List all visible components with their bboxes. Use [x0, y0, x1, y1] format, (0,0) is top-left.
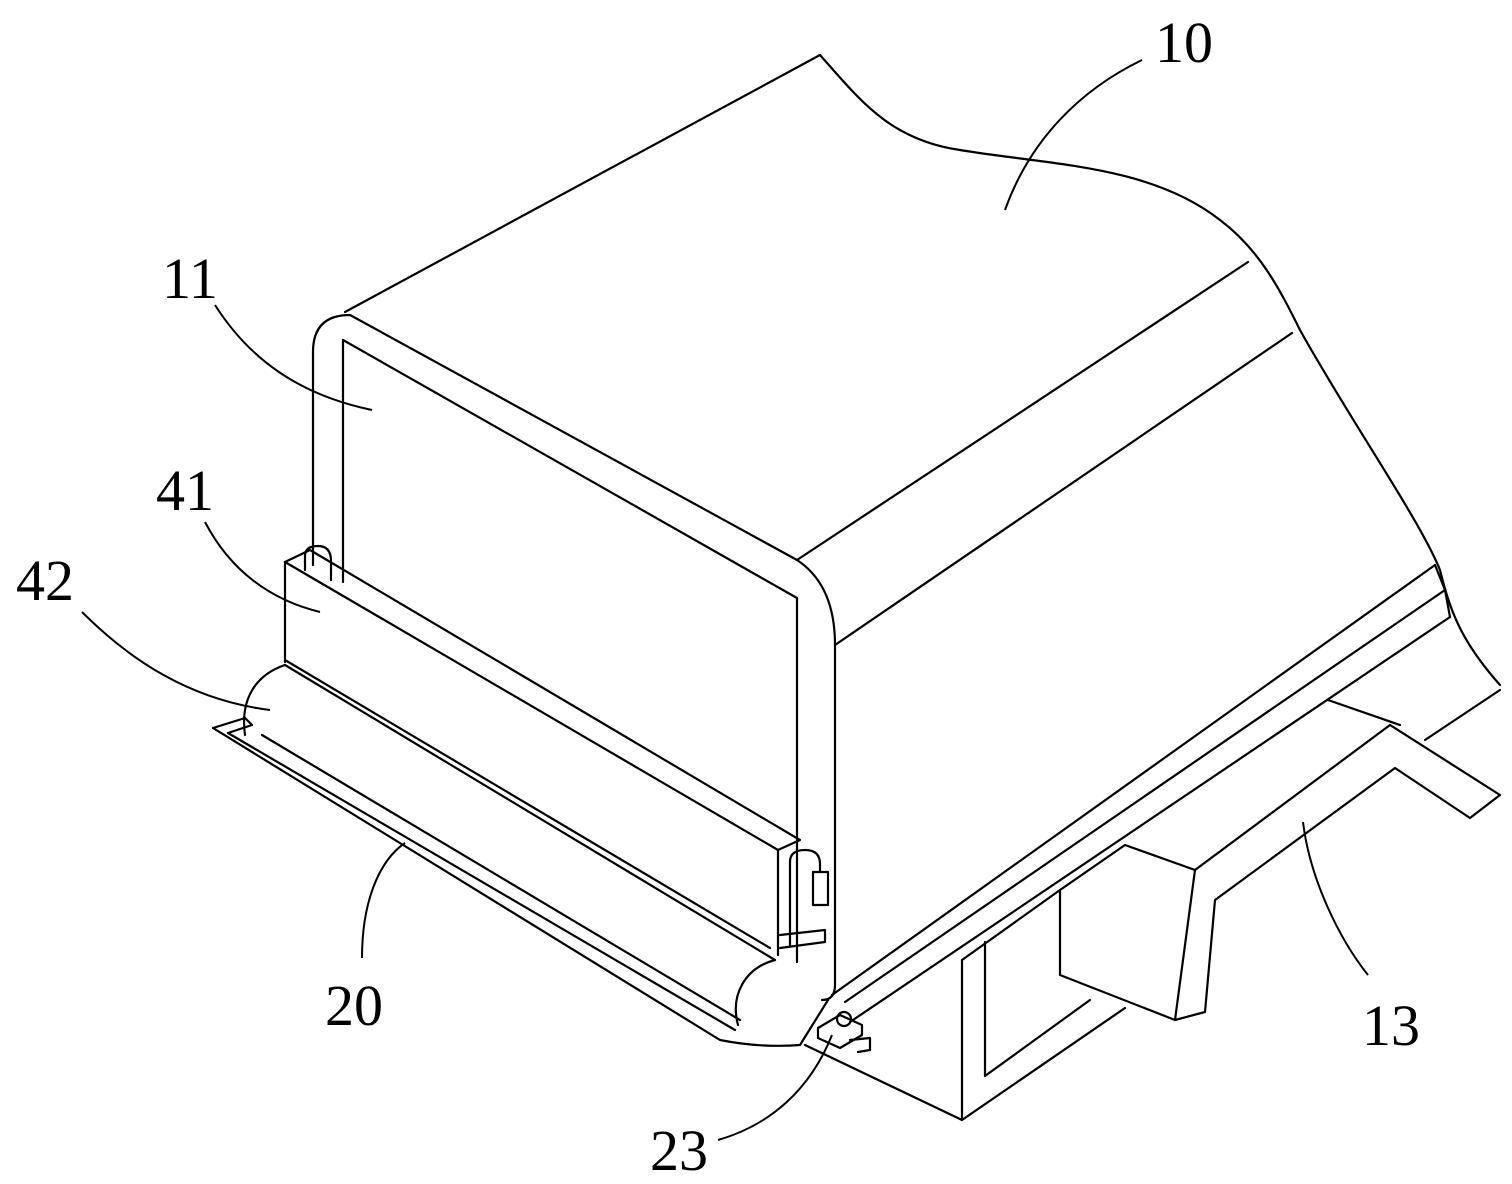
base-block: [1058, 843, 1197, 1022]
cover-top-line-lower: [833, 331, 1294, 647]
leader-13: [1302, 821, 1369, 976]
hook-right-base: [778, 928, 827, 950]
tray-lip: [226, 716, 254, 735]
plate-top-thickness: [283, 548, 802, 852]
label-41: 41: [156, 458, 214, 523]
front-frame-inner: [341, 338, 799, 964]
tray-outer: [211, 716, 830, 1047]
rail-right-end: [1423, 688, 1502, 742]
tray-inner: [226, 731, 737, 1032]
leader-42: [81, 611, 271, 711]
base-top: [960, 888, 1062, 962]
rail-end: [1433, 563, 1452, 619]
bracket-upper-arm: [1326, 698, 1402, 727]
roller: [242, 663, 777, 1027]
hook-right-pin: [811, 870, 830, 907]
label-11: 11: [162, 246, 218, 311]
rail-middle: [843, 588, 1447, 1004]
front-frame: [311, 313, 837, 1002]
label-20: 20: [325, 973, 383, 1038]
bracket-outline: [1173, 723, 1502, 1022]
cover-body: [343, 53, 1502, 687]
leader-11: [214, 304, 373, 411]
rail-lower: [848, 615, 1452, 1024]
tray: [211, 716, 830, 1047]
roller-top-line: [283, 663, 777, 962]
leader-41: [204, 521, 321, 613]
leader-10: [1004, 59, 1143, 211]
bolt-housing: [816, 1013, 864, 1050]
side-rails: [830, 563, 1502, 1024]
reference-numerals: 10 11 41 42 20 13 23: [16, 10, 1420, 1183]
label-13: 13: [1362, 993, 1420, 1058]
bolt-tab: [848, 1036, 872, 1054]
label-10: 10: [1155, 10, 1213, 75]
front-frame-outer: [311, 313, 837, 1002]
hook-right: [788, 848, 822, 947]
cover-top-line-upper: [795, 260, 1250, 562]
plate: [283, 544, 830, 957]
roller-right-end: [734, 958, 777, 1027]
cover-back-edge: [343, 53, 822, 314]
leader-23: [717, 1034, 833, 1141]
label-42: 42: [16, 548, 74, 613]
cover-wavy-edge: [818, 53, 1502, 687]
base-recess: [983, 940, 1092, 1078]
label-23: 23: [650, 1118, 708, 1183]
bolt-head: [835, 1010, 853, 1028]
rail-upper: [830, 563, 1437, 997]
base-outline: [803, 1006, 1127, 1122]
base-structure: [803, 843, 1197, 1122]
roller-left-end: [242, 663, 287, 737]
plate-lower-edge: [283, 658, 772, 950]
leader-20: [361, 842, 406, 959]
bracket: [1173, 698, 1502, 1022]
hook-left: [303, 544, 333, 582]
roller-bottom-line: [260, 733, 742, 1022]
plate-top-edge: [283, 560, 780, 957]
bolt: [816, 1010, 872, 1054]
leader-lines: [81, 59, 1369, 1141]
